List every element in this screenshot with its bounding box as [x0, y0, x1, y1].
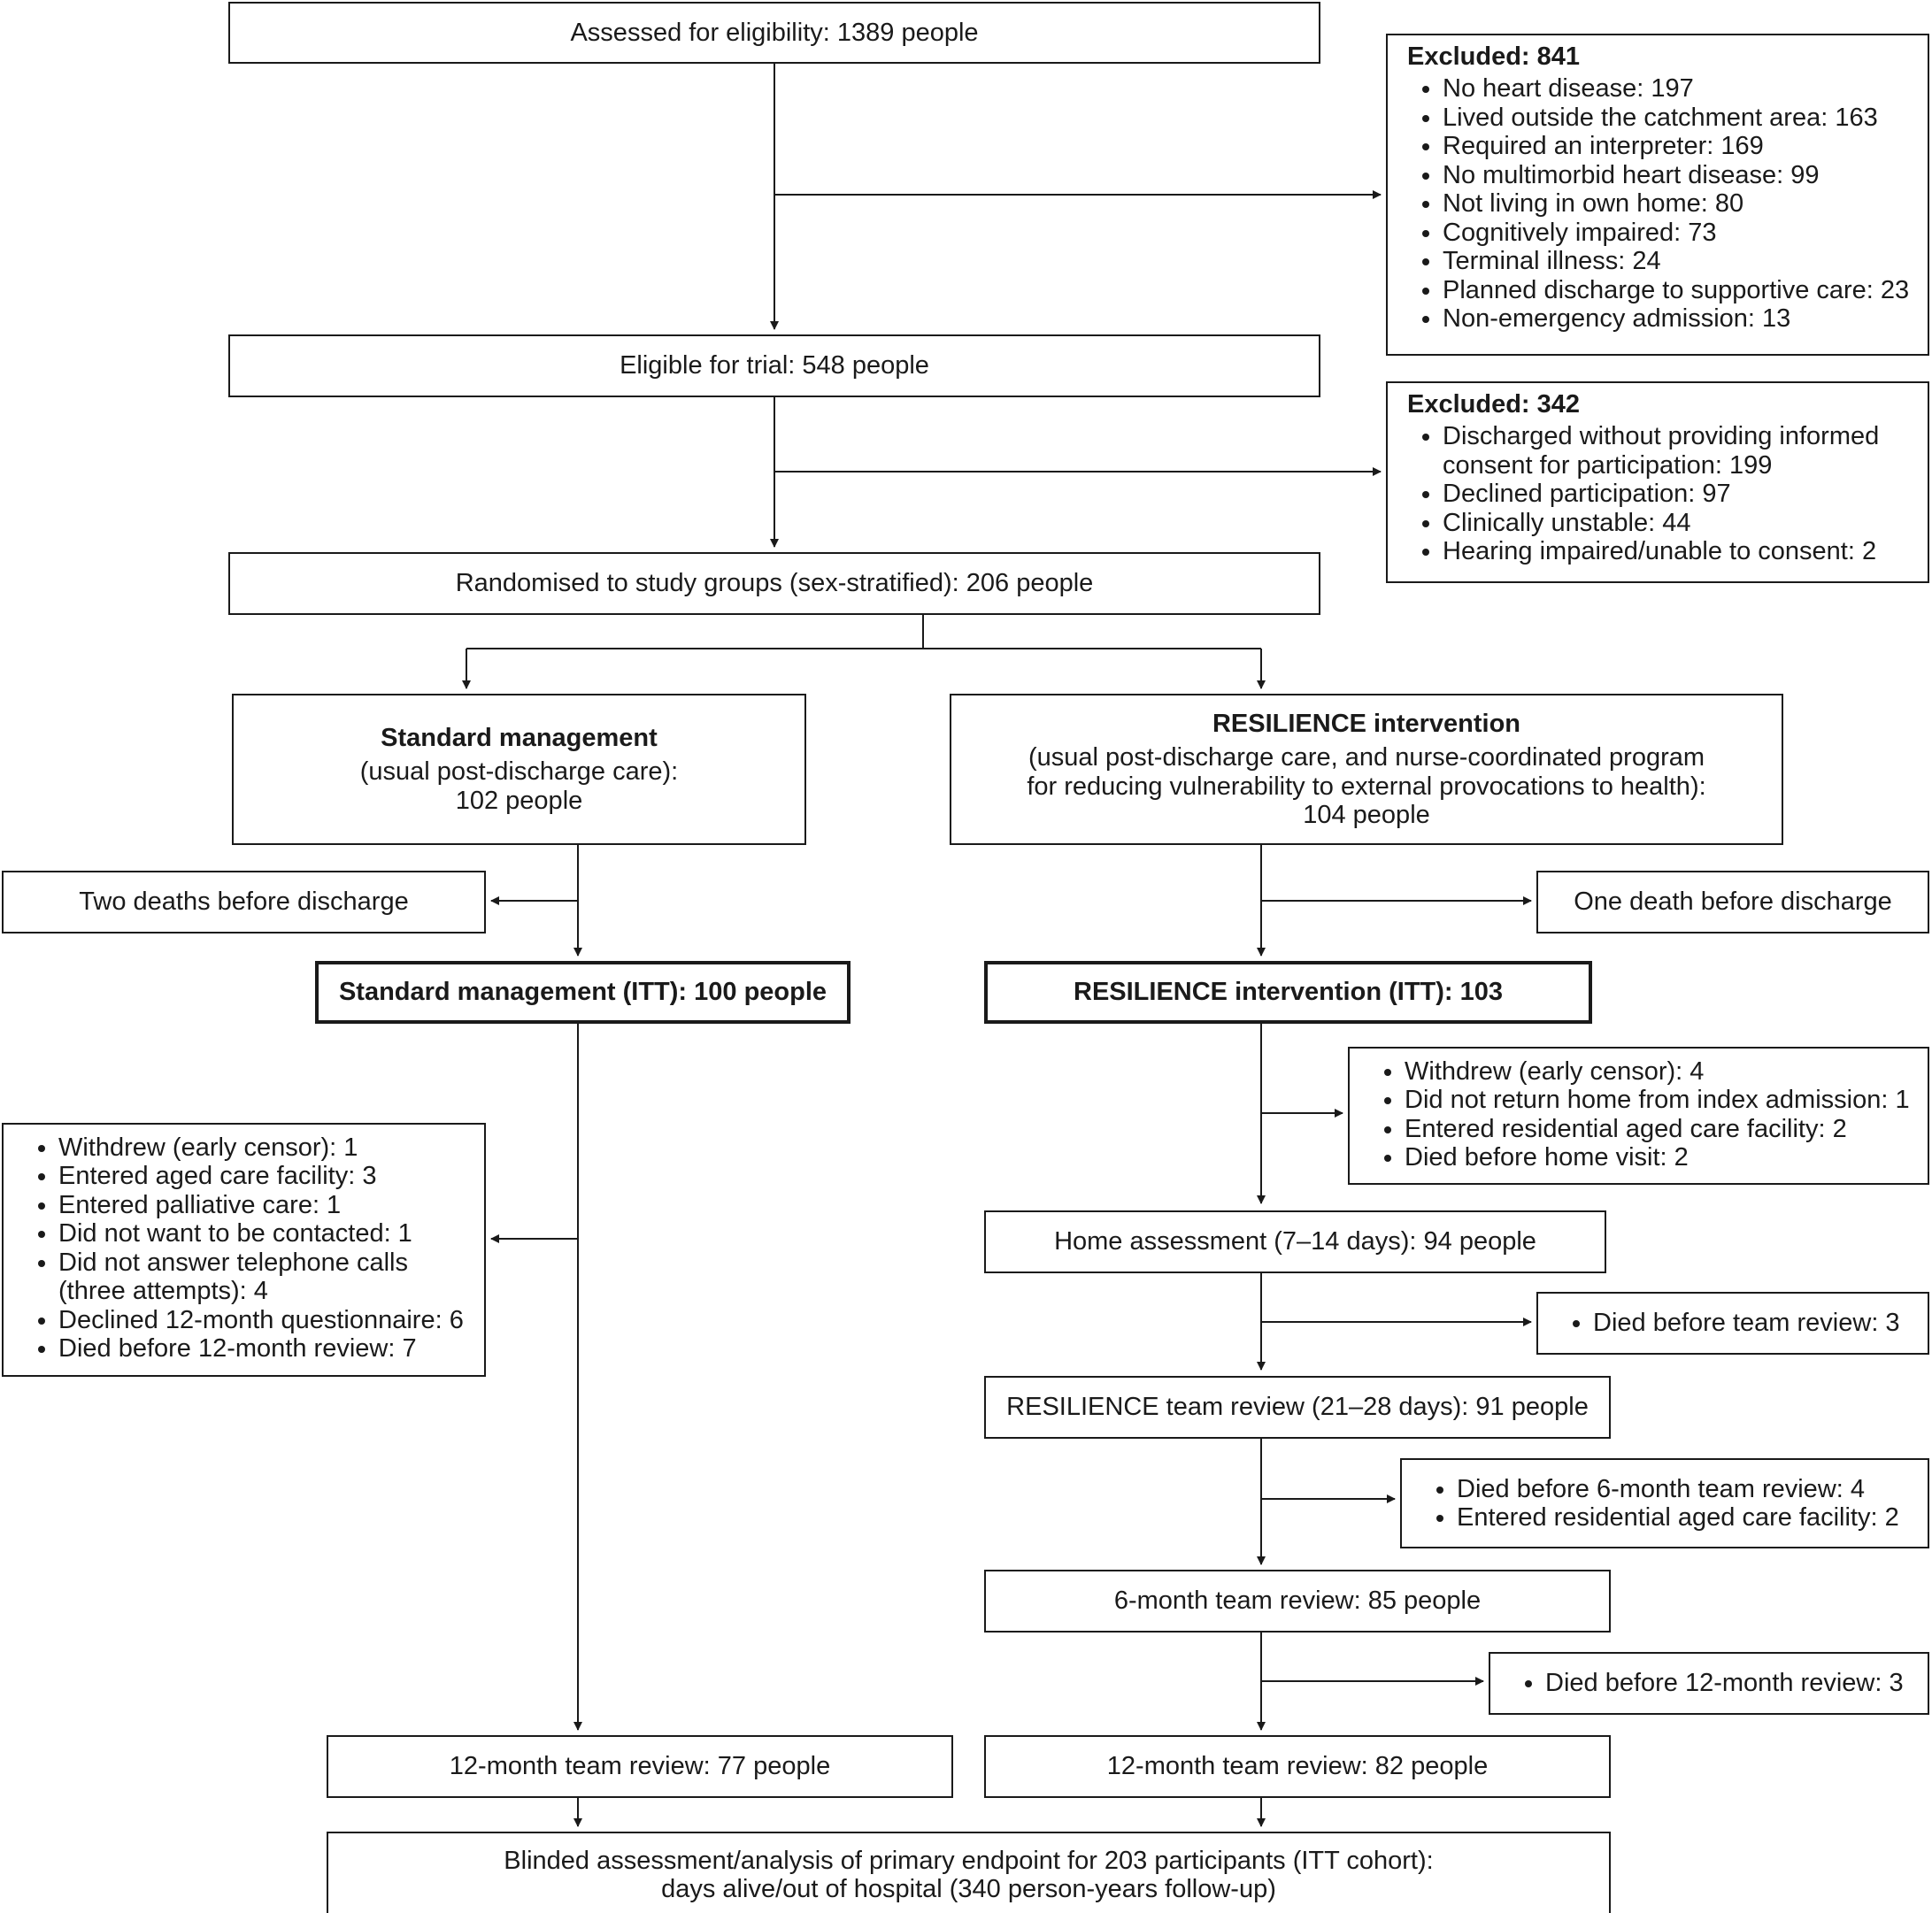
excluded2-box: Excluded: 342 Discharged without providi…: [1386, 381, 1929, 583]
standard-line1: (usual post-discharge care):: [359, 757, 679, 787]
list-item: Hearing impaired/unable to consent: 2: [1443, 537, 1912, 565]
standard-12month-label: 12-month team review: 77 people: [449, 1752, 831, 1781]
list-item: No multimorbid heart disease: 99: [1443, 161, 1912, 189]
resilience-title: RESILIENCE intervention: [1212, 709, 1521, 738]
one-death-box: One death before discharge: [1536, 871, 1929, 933]
one-death-label: One death before discharge: [1574, 887, 1892, 917]
resilience-losses1-box: Withdrew (early censor): 4 Did not retur…: [1348, 1047, 1929, 1185]
eligible-label: Eligible for trial: 548 people: [620, 351, 929, 380]
list-item: Cognitively impaired: 73: [1443, 219, 1912, 247]
list-item: Died before team review: 3: [1593, 1309, 1900, 1337]
assessed-label: Assessed for eligibility: 1389 people: [570, 18, 979, 47]
list-item: Died before home visit: 2: [1405, 1143, 1912, 1172]
list-item: Declined 12-month questionnaire: 6: [58, 1306, 475, 1334]
standard-title: Standard management: [381, 723, 658, 752]
home-assessment-box: Home assessment (7–14 days): 94 people: [984, 1210, 1606, 1273]
list-item: Terminal illness: 24: [1443, 247, 1912, 275]
list-item: Did not want to be contacted: 1: [58, 1219, 475, 1248]
six-month-label: 6-month team review: 85 people: [1113, 1586, 1482, 1616]
randomised-label: Randomised to study groups (sex-stratifi…: [455, 569, 1094, 598]
died-team-review-box: Died before team review: 3: [1536, 1292, 1929, 1355]
list-item: Discharged without providing informed co…: [1443, 422, 1912, 480]
list-item: Planned discharge to supportive care: 23: [1443, 276, 1912, 304]
died-team-review-list: Died before team review: 3: [1558, 1309, 1900, 1337]
resilience-itt-label: RESILIENCE intervention (ITT): 103: [1074, 978, 1503, 1007]
resilience-12month-label: 12-month team review: 82 people: [1106, 1752, 1489, 1781]
standard-losses-list: Withdrew (early censor): 1 Entered aged …: [23, 1133, 475, 1364]
list-item: Did not answer telephone calls (three at…: [58, 1248, 475, 1306]
final-box: Blinded assessment/analysis of primary e…: [327, 1832, 1611, 1913]
assessed-box: Assessed for eligibility: 1389 people: [228, 2, 1320, 64]
two-deaths-label: Two deaths before discharge: [79, 887, 409, 917]
resilience-box: RESILIENCE intervention (usual post-disc…: [950, 694, 1783, 845]
standard-line2: 102 people: [455, 786, 583, 815]
resilience-12month-box: 12-month team review: 82 people: [984, 1735, 1611, 1798]
excluded2-title: Excluded: 342: [1407, 390, 1581, 419]
resilience-line1: (usual post-discharge care, and nurse-co…: [1028, 743, 1705, 772]
list-item: Lived outside the catchment area: 163: [1443, 104, 1912, 132]
list-item: Not living in own home: 80: [1443, 189, 1912, 218]
list-item: Entered residential aged care facility: …: [1405, 1115, 1912, 1143]
excluded1-title: Excluded: 841: [1407, 42, 1581, 71]
list-item: Entered palliative care: 1: [58, 1191, 475, 1219]
two-deaths-box: Two deaths before discharge: [2, 871, 486, 933]
six-month-box: 6-month team review: 85 people: [984, 1570, 1611, 1633]
died-12month-list: Died before 12-month review: 3: [1510, 1669, 1904, 1697]
list-item: Withdrew (early censor): 4: [1405, 1057, 1912, 1086]
final-line2: days alive/out of hospital (340 person-y…: [661, 1875, 1276, 1903]
list-item: Did not return home from index admission…: [1405, 1086, 1912, 1114]
standard-box: Standard management (usual post-discharg…: [232, 694, 806, 845]
resilience-line2: for reducing vulnerability to external p…: [1027, 772, 1706, 801]
resilience-line3: 104 people: [1303, 800, 1430, 829]
team-review-label: RESILIENCE team review (21–28 days): 91 …: [1006, 1393, 1589, 1422]
excluded1-box: Excluded: 841 No heart disease: 197 Live…: [1386, 34, 1929, 356]
standard-itt-box: Standard management (ITT): 100 people: [315, 961, 851, 1024]
team-review-box: RESILIENCE team review (21–28 days): 91 …: [984, 1376, 1611, 1439]
standard-losses-box: Withdrew (early censor): 1 Entered aged …: [2, 1123, 486, 1377]
list-item: Entered aged care facility: 3: [58, 1162, 475, 1190]
excluded2-list: Discharged without providing informed co…: [1407, 422, 1912, 565]
standard-itt-label: Standard management (ITT): 100 people: [338, 978, 827, 1007]
home-assessment-label: Home assessment (7–14 days): 94 people: [1054, 1227, 1536, 1256]
resilience-losses2-list: Died before 6-month team review: 4 Enter…: [1421, 1475, 1899, 1533]
list-item: Died before 12-month review: 7: [58, 1334, 475, 1363]
list-item: Died before 12-month review: 3: [1545, 1669, 1904, 1697]
list-item: Declined participation: 97: [1443, 480, 1912, 508]
resilience-itt-box: RESILIENCE intervention (ITT): 103: [984, 961, 1592, 1024]
list-item: Required an interpreter: 169: [1443, 132, 1912, 160]
list-item: Entered residential aged care facility: …: [1457, 1503, 1899, 1532]
standard-12month-box: 12-month team review: 77 people: [327, 1735, 953, 1798]
randomised-box: Randomised to study groups (sex-stratifi…: [228, 552, 1320, 615]
list-item: Non-emergency admission: 13: [1443, 304, 1912, 333]
list-item: No heart disease: 197: [1443, 74, 1912, 103]
final-line1: Blinded assessment/analysis of primary e…: [504, 1846, 1434, 1875]
resilience-losses2-box: Died before 6-month team review: 4 Enter…: [1400, 1458, 1929, 1548]
list-item: Clinically unstable: 44: [1443, 509, 1912, 537]
died-12month-box: Died before 12-month review: 3: [1489, 1652, 1929, 1715]
list-item: Died before 6-month team review: 4: [1457, 1475, 1899, 1503]
excluded1-list: No heart disease: 197 Lived outside the …: [1407, 74, 1912, 333]
list-item: Withdrew (early censor): 1: [58, 1133, 475, 1162]
eligible-box: Eligible for trial: 548 people: [228, 334, 1320, 397]
resilience-losses1-list: Withdrew (early censor): 4 Did not retur…: [1369, 1057, 1912, 1172]
